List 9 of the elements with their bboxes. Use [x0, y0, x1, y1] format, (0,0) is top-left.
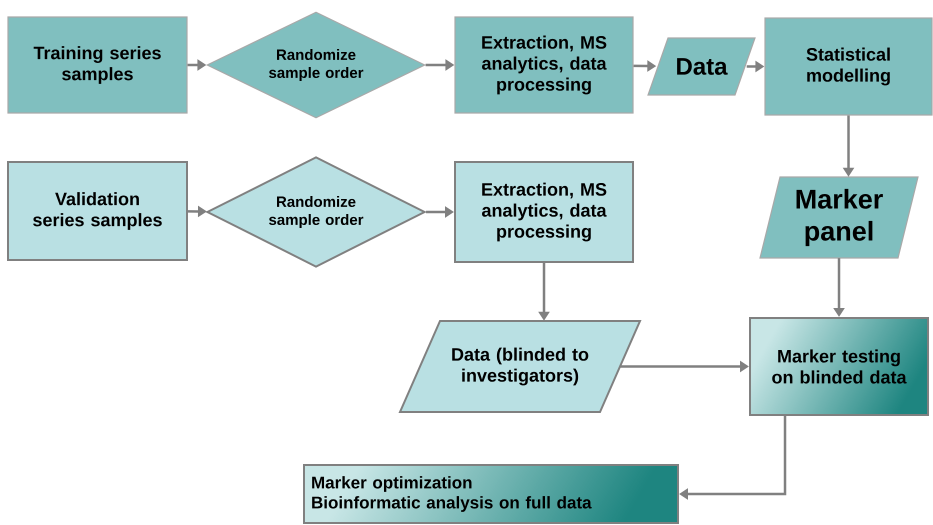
process-box: Statistical modelling [764, 17, 933, 116]
process-box: Validation series samples [7, 161, 188, 261]
process-box: Marker testing on blinded data [749, 317, 929, 416]
process-box: Training series samples [7, 16, 188, 114]
process-box: Extraction, MS analytics, data processing [454, 161, 634, 263]
data-parallelogram: Marker panel [759, 176, 919, 259]
process-box: Marker optimization Bioinformatic analysis on full data [303, 464, 679, 524]
process-box: Extraction, MS analytics, data processing [454, 16, 634, 114]
data-parallelogram: Data [647, 37, 756, 96]
